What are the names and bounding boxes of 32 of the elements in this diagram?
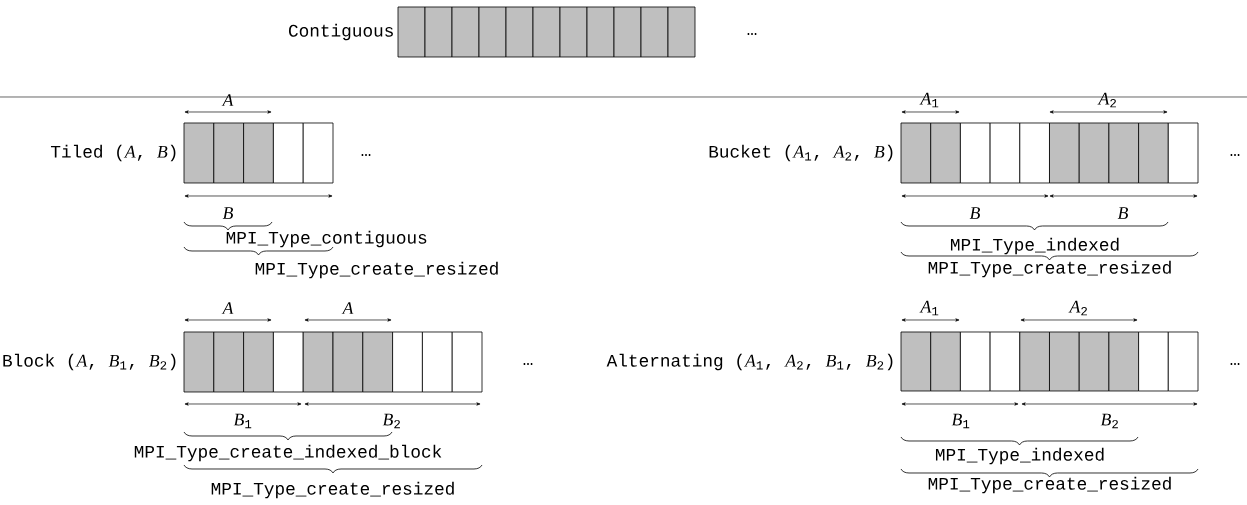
dimension-label: A	[341, 302, 354, 314]
function-name: MPI_Type_create_resized	[255, 261, 498, 279]
dimension-label: A$_{2}$	[1097, 92, 1116, 108]
dimension-label: A$_{1}$	[919, 300, 939, 316]
ellipsis: …	[523, 363, 533, 365]
dimension-label: B$_{1}$	[233, 413, 252, 429]
function-name: MPI_Type_create_resized	[928, 260, 1171, 278]
function-name: MPI_Type_indexed	[936, 447, 1104, 465]
function-name: MPI_Type_contiguous	[226, 230, 427, 248]
function-name: MPI_Type_create_indexed_block	[134, 444, 442, 462]
dimension-label: A	[221, 302, 234, 314]
dimension-label: A$_{2}$	[1068, 300, 1087, 316]
type-name: Bucket (A$_{1}$, A$_{2}$, B)	[709, 144, 893, 162]
dimension-label: B	[969, 207, 980, 219]
dimension-label: B$_{2}$	[382, 413, 400, 429]
dimension-label: B$_{1}$	[951, 413, 970, 429]
type-name: Alternating (A$_{1}$, A$_{2}$, B$_{1}$, B$_{2}$)	[606, 353, 893, 371]
dimension-label: B	[1117, 207, 1128, 219]
dimension-label: A	[221, 94, 234, 106]
function-name: MPI_Type_create_resized	[211, 481, 454, 499]
dimension-label: B$_{2}$	[1100, 413, 1118, 429]
type-name: Block (A, B$_{1}$, B$_{2}$)	[3, 353, 176, 371]
ellipsis: …	[1230, 363, 1240, 365]
type-name: Tiled (A, B)	[50, 144, 176, 162]
function-name: MPI_Type_indexed	[951, 237, 1119, 255]
type-name: Contiguous	[288, 23, 393, 41]
dimension-label: A$_{1}$	[919, 92, 939, 108]
ellipsis: …	[747, 33, 757, 35]
function-name: MPI_Type_create_resized	[928, 476, 1171, 494]
ellipsis: …	[361, 154, 371, 156]
ellipsis: …	[1230, 154, 1240, 156]
dimension-label: B	[222, 207, 234, 219]
